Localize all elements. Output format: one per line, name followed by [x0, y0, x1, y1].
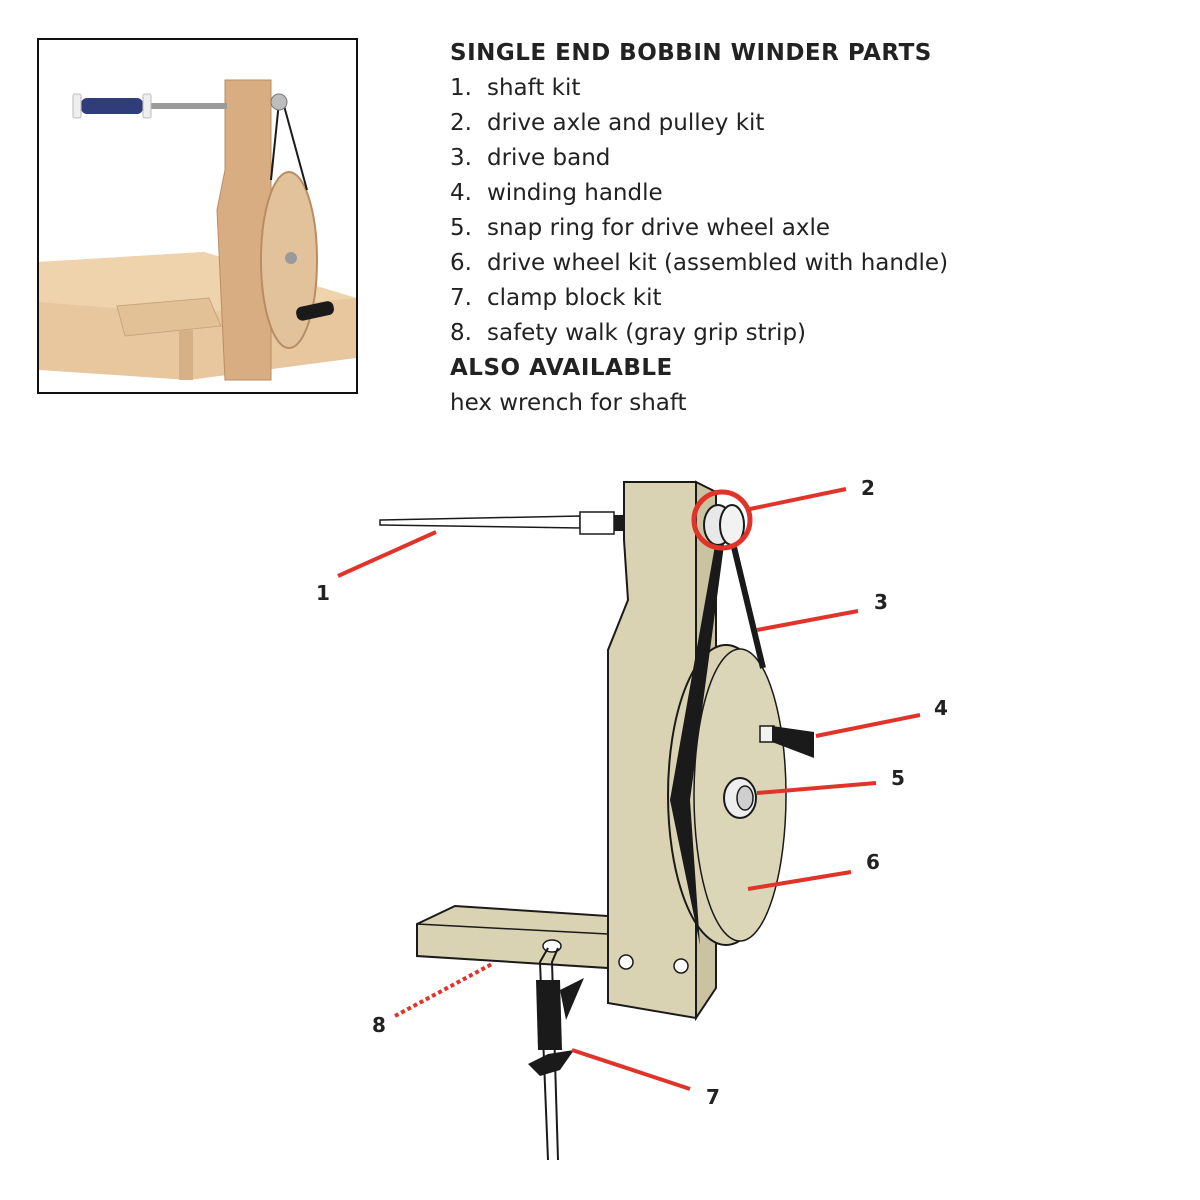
photo-band-left: [270, 101, 280, 181]
photo-pulley: [270, 93, 288, 111]
list-item: 4. winding handle: [450, 176, 1170, 211]
part-number: 7.: [450, 285, 472, 311]
parts-title: SINGLE END BOBBIN WINDER PARTS: [450, 40, 932, 66]
part-number: 4.: [450, 180, 472, 206]
callout-number-8: 8: [372, 1013, 386, 1037]
parts-diagram: 1 2 3 4 5 6 7 8: [316, 476, 948, 1161]
clamp-body: [536, 980, 562, 1050]
clamp-bolt-outline: [538, 947, 549, 1161]
upright-post: [216, 79, 272, 381]
list-item: 5. snap ring for drive wheel axle: [450, 211, 1170, 246]
clamp-peg: [179, 330, 193, 380]
shaft-rod: [379, 515, 581, 529]
product-photo: [37, 38, 358, 394]
callout-number-6: 6: [866, 850, 880, 874]
list-item: 3. drive band: [450, 141, 1170, 176]
callout-number-2: 2: [861, 476, 875, 500]
callout-line-3: [756, 609, 859, 632]
callout-number-3: 3: [874, 590, 888, 614]
wing-nut-icon: [528, 1050, 574, 1076]
part-number: 8.: [450, 320, 472, 346]
callout-number-7: 7: [706, 1085, 720, 1109]
photo-axle: [285, 252, 297, 264]
drive-band-back: [730, 542, 766, 669]
callout-number-5: 5: [891, 766, 905, 790]
handle-stem: [759, 725, 775, 743]
part-label: drive band: [487, 145, 611, 171]
photo-bobbin-end-right: [142, 93, 152, 119]
list-item: 1. shaft kit: [450, 71, 1170, 106]
list-item: 8. safety walk (gray grip strip): [450, 316, 1170, 351]
callout-number-1: 1: [316, 581, 330, 605]
list-item: 2. drive axle and pulley kit: [450, 106, 1170, 141]
callout-line-5: [756, 781, 877, 795]
clamp-jaw: [560, 978, 584, 1020]
clamp-arm: [416, 904, 609, 970]
photo-band-right: [282, 101, 308, 191]
clamp-arm-edge: [416, 923, 609, 935]
callout-line-4: [815, 713, 921, 738]
callout-number-4: 4: [934, 696, 948, 720]
part-number: 5.: [450, 215, 472, 241]
part-number: 3.: [450, 145, 472, 171]
list-item: 6. drive wheel kit (assembled with handle…: [450, 246, 1170, 281]
callout-line-8: [394, 962, 493, 1018]
callout-line-7: [571, 1048, 691, 1091]
parts-items: 1.shaft kit 2.drive axle and pulley kit …: [450, 71, 1170, 351]
screw-icon: [618, 954, 634, 970]
part-label: drive axle and pulley kit: [487, 110, 765, 136]
part-label: winding handle: [487, 180, 663, 206]
part-label: drive wheel kit (assembled with handle): [487, 250, 949, 276]
part-label: shaft kit: [487, 75, 581, 101]
part-number: 1.: [450, 75, 472, 101]
callout-line-6: [747, 870, 852, 891]
drive-band-front: [670, 540, 724, 945]
shaft-nut: [614, 515, 624, 531]
parts-list: SINGLE END BOBBIN WINDER PARTS 1. shaft k…: [450, 36, 1170, 421]
list-item: 7. clamp block kit: [450, 281, 1170, 316]
snap-ring-icon: [736, 785, 754, 811]
part-label: snap ring for drive wheel axle: [487, 215, 830, 241]
handle-grip-icon: [772, 726, 814, 758]
part-number: 6.: [450, 250, 472, 276]
callout-line-2: [749, 487, 847, 511]
screw-icon: [673, 958, 689, 974]
part-number: 2.: [450, 110, 472, 136]
shaft-collar: [579, 511, 615, 535]
also-available-item: hex wrench for shaft: [450, 390, 687, 416]
pulley-highlight-ring: [691, 489, 753, 551]
part-label: clamp block kit: [487, 285, 662, 311]
photo-handle: [296, 301, 334, 321]
bobbin-winder-photo-illustration: [39, 79, 356, 381]
clamp-bolt-outline-right: [550, 947, 559, 1161]
callout-line-1: [337, 530, 437, 578]
photo-bobbin-end-left: [72, 93, 82, 119]
clamp-block: [116, 297, 222, 337]
photo-bobbin-thread: [81, 98, 143, 114]
also-available-heading: ALSO AVAILABLE: [450, 355, 673, 381]
part-label: safety walk (gray grip strip): [487, 320, 807, 346]
